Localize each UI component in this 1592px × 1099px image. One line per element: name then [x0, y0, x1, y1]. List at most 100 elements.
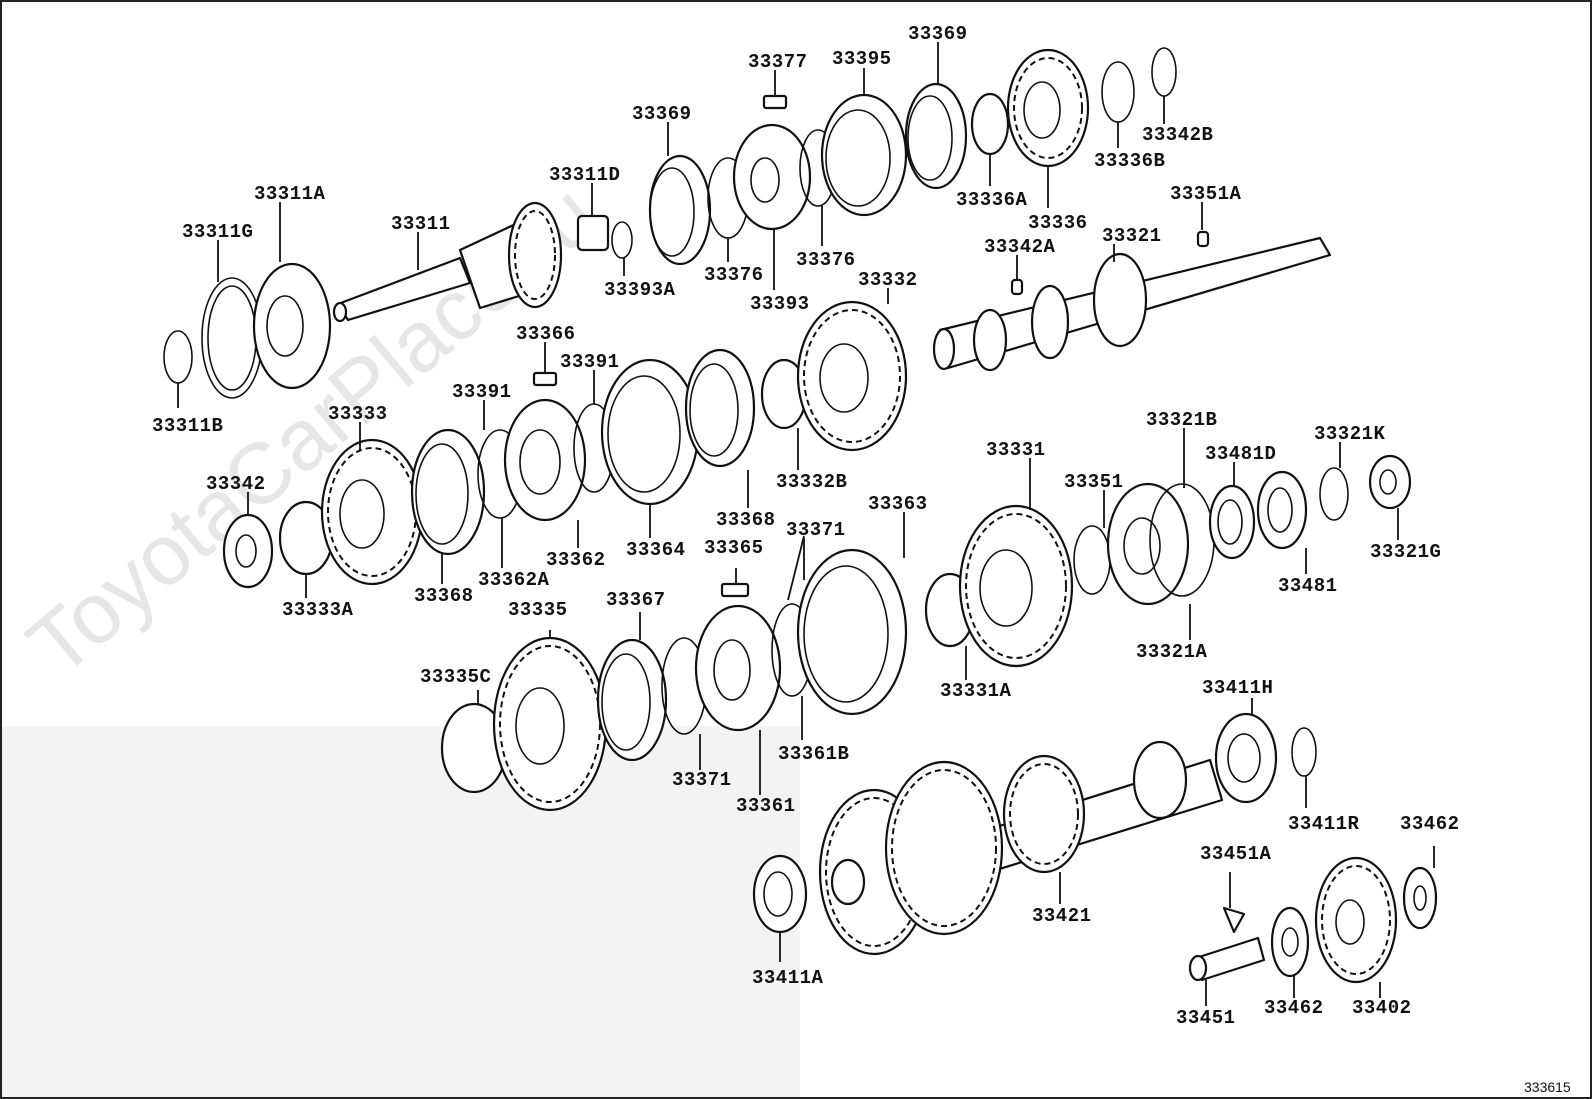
- label-33311d: 33311D: [549, 164, 620, 186]
- label-33362a: 33362A: [478, 569, 550, 591]
- sleeve-33363: [796, 548, 908, 716]
- spacer-33481d: [1208, 484, 1256, 560]
- label-33333: 33333: [328, 403, 388, 425]
- label-33481d: 33481D: [1205, 443, 1276, 465]
- label-33332: 33332: [858, 269, 918, 291]
- label-33321b: 33321B: [1146, 409, 1217, 431]
- label-33376-right: 33376: [796, 249, 856, 271]
- thrust-washer-33462-left: [1270, 906, 1310, 978]
- label-33367: 33367: [606, 589, 666, 611]
- figure-number: 333615: [1524, 1079, 1571, 1095]
- hub-33362: [503, 398, 587, 522]
- synchro-ring-33369-right: [904, 82, 968, 190]
- label-33411r: 33411R: [1288, 813, 1360, 835]
- label-33402: 33402: [1352, 997, 1412, 1019]
- label-33393a: 33393A: [604, 279, 676, 301]
- label-33335c: 33335C: [420, 666, 491, 688]
- label-33462: 33462: [1264, 997, 1324, 1019]
- label-33368-left: 33368: [414, 585, 474, 607]
- bearing-33411h: [1214, 712, 1278, 804]
- label-33391-top: 33391: [560, 351, 620, 373]
- leader-lines: [177, 42, 1435, 1006]
- gear-33332: [796, 300, 908, 452]
- race-33342: [222, 513, 274, 589]
- label-33366: 33366: [516, 323, 576, 345]
- label-33321g: 33321G: [1370, 541, 1441, 563]
- reverse-shaft-33451: [1188, 936, 1266, 982]
- label-33393: 33393: [750, 293, 810, 315]
- bearing-33481: [1256, 470, 1308, 550]
- sleeve-33364: [600, 358, 700, 506]
- label-33377: 33377: [748, 51, 808, 73]
- nut-33321g: [1368, 454, 1412, 510]
- output-shaft-33321: [932, 236, 1332, 372]
- label-33361b: 33361B: [778, 743, 849, 765]
- hub-33361: [694, 604, 782, 732]
- label-33321: 33321: [1102, 225, 1162, 247]
- label-33342b: 33342B: [1142, 124, 1213, 146]
- needle-bearing-33336a: [970, 92, 1010, 156]
- label-33364: 33364: [626, 539, 686, 561]
- label-33451: 33451: [1176, 1007, 1236, 1029]
- reverse-idler-gear-33402: [1314, 856, 1398, 984]
- label-33311a: 33311A: [254, 183, 326, 205]
- counter-gear-33421: [818, 740, 1224, 956]
- snap-ring-33321k: [1319, 467, 1349, 521]
- key-33366: [532, 371, 558, 387]
- sleeve-33395: [820, 93, 908, 217]
- label-33395: 33395: [832, 48, 892, 70]
- bearing-33321a: [1106, 482, 1190, 606]
- label-33421: 33421: [1032, 905, 1092, 927]
- label-33311g: 33311G: [182, 221, 253, 243]
- gear-33331: [958, 504, 1074, 668]
- needle-bearing-33311d: [576, 214, 610, 252]
- input-shaft-33311: [332, 201, 563, 323]
- label-33351: 33351: [1064, 471, 1124, 493]
- synchro-ring-33367: [596, 638, 668, 762]
- label-33336b: 33336B: [1094, 150, 1165, 172]
- woodruff-key-33451a: [1222, 906, 1246, 934]
- label-33321a: 33321A: [1136, 641, 1208, 663]
- shifting-key-33377: [762, 94, 788, 110]
- label-33311b: 33311B: [152, 415, 223, 437]
- label-33365: 33365: [704, 537, 764, 559]
- synchro-ring-33368-left: [410, 428, 486, 556]
- label-33336a: 33336A: [956, 189, 1028, 211]
- thrust-washer-33462-right: [1402, 866, 1438, 930]
- label-33331a: 33331A: [940, 680, 1012, 702]
- label-33362: 33362: [546, 549, 606, 571]
- ball-33351a: [1196, 230, 1210, 248]
- label-33363: 33363: [868, 493, 928, 515]
- gear-33335: [492, 636, 608, 812]
- label-33371-top: 33371: [786, 519, 846, 541]
- label-33451a: 33451A: [1200, 843, 1272, 865]
- label-33336: 33336: [1028, 212, 1088, 234]
- label-33481: 33481: [1278, 575, 1338, 597]
- label-33371: 33371: [672, 769, 732, 791]
- label-33331: 33331: [986, 439, 1046, 461]
- snap-ring-33393a: [611, 221, 633, 259]
- label-33333a: 33333A: [282, 599, 354, 621]
- snap-ring-33411r: [1291, 727, 1317, 777]
- label-33369: 33369: [632, 103, 692, 125]
- part-labels: 33377 33395 33369 33369 33311D 33342B 33…: [152, 23, 1459, 1029]
- bearing-33311a: [252, 262, 332, 390]
- label-33311: 33311: [391, 213, 451, 235]
- label-33369-top: 33369: [908, 23, 968, 45]
- label-33391: 33391: [452, 381, 512, 403]
- label-33361: 33361: [736, 795, 796, 817]
- label-33321k: 33321K: [1314, 423, 1386, 445]
- bearing-33411a: [752, 854, 808, 934]
- label-33411h: 33411H: [1202, 677, 1273, 699]
- label-33368-right: 33368: [716, 509, 776, 531]
- synchro-ring-33369-left: [648, 154, 712, 266]
- label-33376-left: 33376: [704, 264, 764, 286]
- gear-33336: [1006, 48, 1090, 168]
- gear-33333: [320, 438, 424, 586]
- label-33342: 33342: [206, 473, 266, 495]
- label-33332b: 33332B: [776, 471, 847, 493]
- label-33411a: 33411A: [752, 967, 824, 989]
- key-33365: [720, 582, 750, 598]
